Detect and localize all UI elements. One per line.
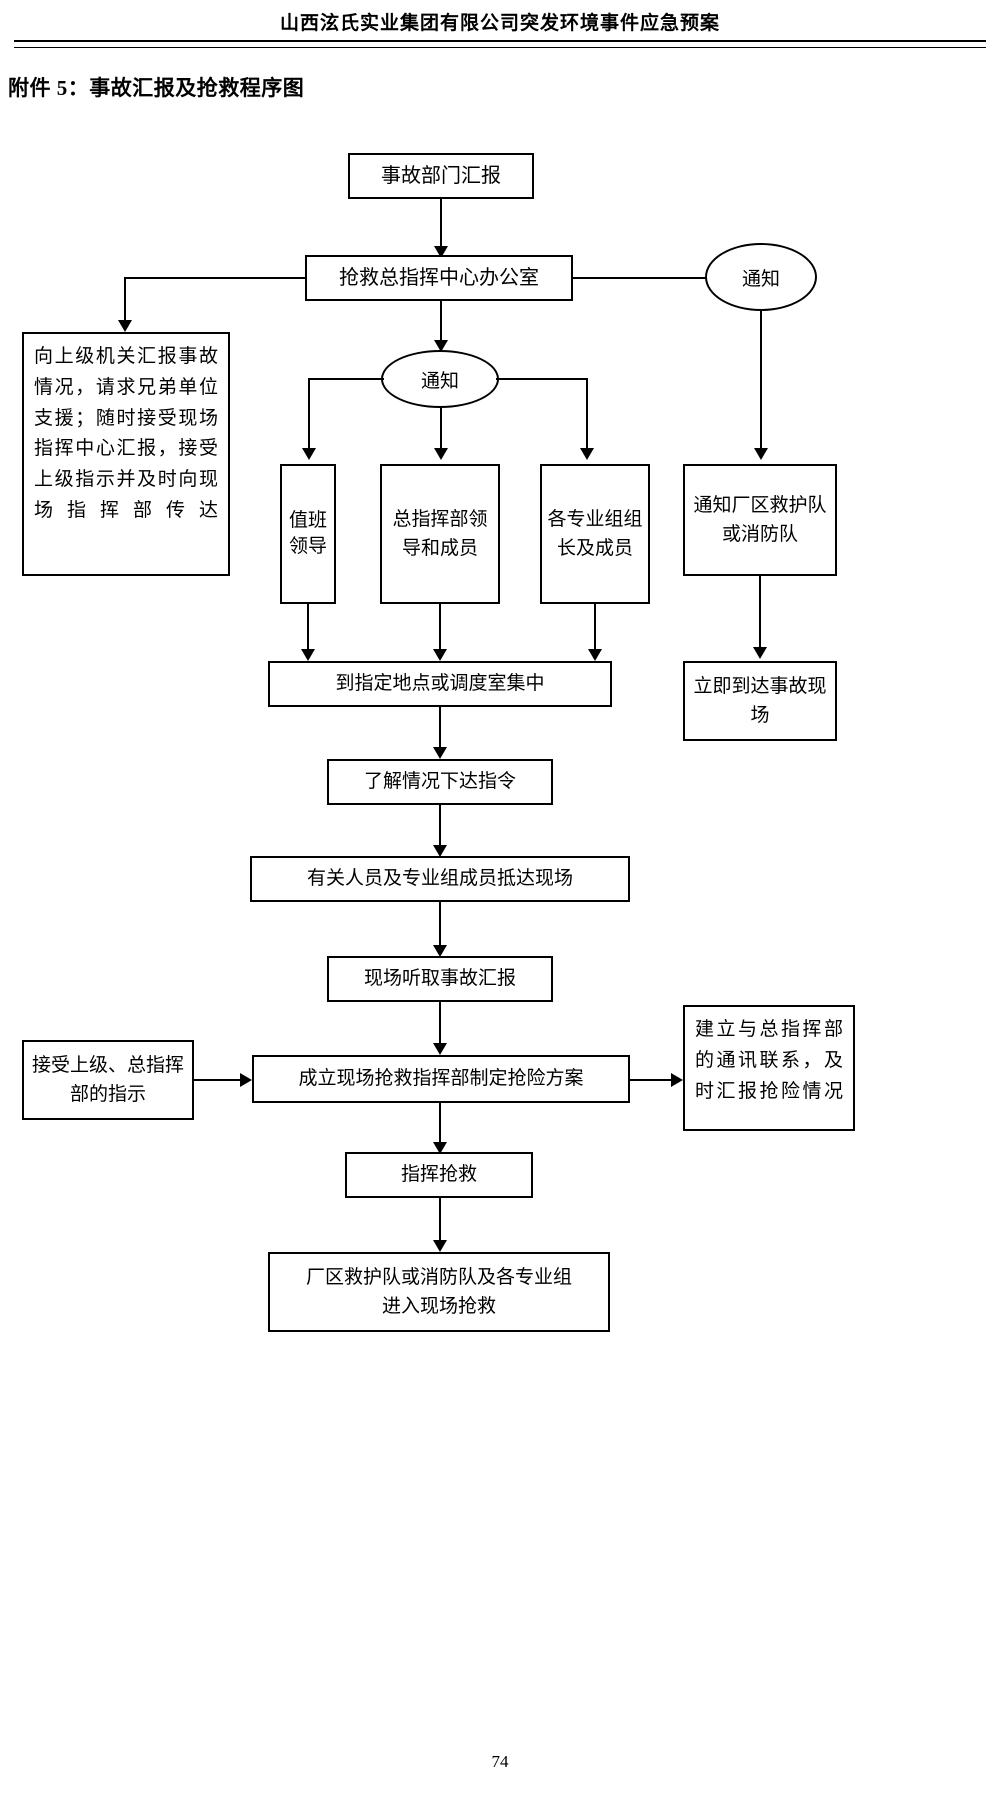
node-command-office: 抢救总指挥中心办公室 bbox=[305, 255, 573, 301]
arrow-notice-right2 bbox=[580, 448, 594, 460]
connector-2-left-h bbox=[124, 277, 307, 279]
connector-15-17 bbox=[630, 1079, 678, 1081]
page-title: 附件 5：事故汇报及抢救程序图 bbox=[8, 76, 305, 100]
connector-10-12 bbox=[439, 707, 441, 752]
connector-12-13 bbox=[439, 805, 441, 852]
node-accident-report: 事故部门汇报 bbox=[348, 153, 534, 199]
arrow-16-15 bbox=[240, 1073, 252, 1087]
node-notice-center: 通知 bbox=[381, 350, 499, 408]
connector-18-19 bbox=[439, 1198, 441, 1246]
arrow-notice-left bbox=[302, 448, 316, 460]
connector-notice-fan-h bbox=[308, 378, 384, 380]
connector-6-10 bbox=[307, 604, 309, 654]
connector-notice-right-v bbox=[760, 311, 762, 453]
arrow-9-11 bbox=[753, 647, 767, 659]
arrow-notice-right bbox=[754, 448, 768, 460]
connector-7-10 bbox=[439, 604, 441, 654]
connector-2-left-v bbox=[124, 277, 126, 325]
connector-notice-fan-h2 bbox=[496, 378, 586, 380]
node-notify-rescue-team: 通知厂区救护队或消防队 bbox=[683, 464, 837, 576]
connector-14-15 bbox=[439, 1002, 441, 1050]
connector-2-center-v bbox=[440, 301, 442, 345]
node-gather: 到指定地点或调度室集中 bbox=[268, 661, 612, 707]
arrow-8-10 bbox=[588, 649, 602, 661]
node-issue-orders: 了解情况下达指令 bbox=[327, 759, 553, 805]
arrow-6-10 bbox=[301, 649, 315, 661]
header-rule-top bbox=[14, 40, 986, 42]
connector-1-2 bbox=[440, 199, 442, 251]
node-notice-right: 通知 bbox=[705, 243, 817, 311]
connector-2-right-h bbox=[573, 277, 707, 279]
node-arrive-scene: 立即到达事故现场 bbox=[683, 661, 837, 741]
arrow-12-13 bbox=[433, 845, 447, 857]
connector-9-11 bbox=[759, 576, 761, 652]
node-direct-rescue: 指挥抢救 bbox=[345, 1152, 533, 1198]
connector-notice-left-v bbox=[308, 378, 310, 454]
arrow-2-center bbox=[434, 340, 448, 352]
node-report-superior: 向上级机关汇报事故情况，请求兄弟单位支援；随时接受现场指挥中心汇报，接受上级指示… bbox=[22, 332, 230, 576]
arrow-7-10 bbox=[433, 649, 447, 661]
arrow-14-15 bbox=[433, 1043, 447, 1055]
arrow-15-17 bbox=[671, 1073, 683, 1087]
connector-notice-right2-v bbox=[586, 378, 588, 454]
connector-15-18 bbox=[439, 1103, 441, 1149]
arrow-13-14 bbox=[433, 945, 447, 957]
connector-notice-mid-v bbox=[440, 408, 442, 454]
arrow-notice-mid bbox=[434, 448, 448, 460]
arrow-15-18 bbox=[433, 1142, 447, 1154]
page-number: 74 bbox=[491, 1752, 509, 1771]
node-enter-scene: 厂区救护队或消防队及各专业组进入现场抢救 bbox=[268, 1252, 610, 1332]
connector-16-15 bbox=[194, 1079, 246, 1081]
node-personnel-arrive: 有关人员及专业组成员抵达现场 bbox=[250, 856, 630, 902]
node-listen-report: 现场听取事故汇报 bbox=[327, 956, 553, 1002]
node-group-leaders: 各专业组组长及成员 bbox=[540, 464, 650, 604]
node-comm-link: 建立与总指挥部的通讯联系，及时汇报抢险情况 bbox=[683, 1005, 855, 1131]
arrow-18-19 bbox=[433, 1240, 447, 1252]
node-command-leaders: 总指挥部领导和成员 bbox=[380, 464, 500, 604]
arrow-10-12 bbox=[433, 747, 447, 759]
connector-13-14 bbox=[439, 902, 441, 952]
header-rule-bottom bbox=[14, 47, 986, 48]
running-header: 山西泫氏实业集团有限公司突发环境事件应急预案 bbox=[279, 13, 720, 34]
arrow-2-left bbox=[118, 320, 132, 332]
node-duty-leader: 值班领导 bbox=[280, 464, 336, 604]
connector-8-10 bbox=[594, 604, 596, 654]
node-receive-instructions: 接受上级、总指挥部的指示 bbox=[22, 1040, 194, 1120]
node-setup-command: 成立现场抢救指挥部制定抢险方案 bbox=[252, 1055, 630, 1103]
